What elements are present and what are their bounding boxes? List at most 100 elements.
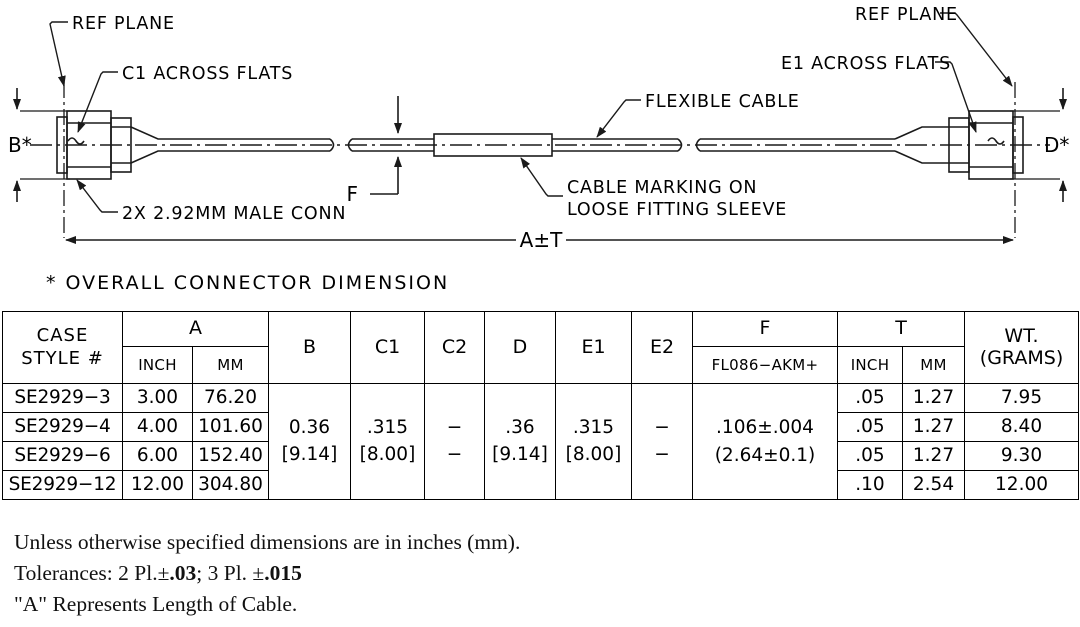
header-case-style: CASE STYLE # <box>2 311 123 384</box>
header-f-sub: FL086−AKM+ <box>692 346 838 384</box>
cell-a-inch: 12.00 <box>122 470 193 500</box>
cell-a-inch: 4.00 <box>122 412 193 442</box>
leader-e1 <box>935 61 977 133</box>
general-notes: Unless otherwise specified dimensions ar… <box>14 527 520 621</box>
leader-c1 <box>77 71 118 133</box>
header-case-line2: STYLE # <box>21 347 104 369</box>
table-row: SE2929−3 3.00 76.20 0.36 [9.14] .315 [8.… <box>2 383 1080 500</box>
header-b: B <box>268 311 351 384</box>
table-header-row-1: CASE STYLE # A B C1 C2 D E1 E2 F T WT. (… <box>2 311 1080 384</box>
cell-t-mm: 2.54 <box>901 470 966 500</box>
label-dim-b: B* <box>8 133 32 157</box>
note-tolerance-3pl: .015 <box>264 561 302 586</box>
header-c1: C1 <box>350 311 425 384</box>
table-row: SE2929−12 12.00 304.80 .10 2.54 12.00 <box>2 470 1080 500</box>
header-wt: WT. (GRAMS) <box>964 311 1080 384</box>
cell-c1-line1: .315 <box>366 416 409 438</box>
header-t-inch: INCH <box>837 346 903 384</box>
dimension-b <box>13 88 70 202</box>
cell-a-mm: 101.60 <box>192 412 269 442</box>
label-dim-f: F <box>346 182 358 206</box>
cell-t-inch: .05 <box>837 412 903 442</box>
cell-t-inch: .10 <box>837 470 903 500</box>
cell-e2-line1: − <box>654 416 670 438</box>
leader-cable-marking <box>520 157 563 197</box>
header-f: F <box>692 311 838 347</box>
cell-wt: 7.95 <box>964 383 1080 413</box>
cell-t-mm: 1.27 <box>901 412 966 442</box>
table-row: SE2929−4 4.00 101.60 .05 1.27 8.40 <box>2 412 1080 442</box>
cell-t-inch: .05 <box>837 383 903 413</box>
header-e2: E2 <box>631 311 693 384</box>
dimension-f <box>370 96 402 195</box>
cell-e2-merged: − − <box>631 383 693 500</box>
note-line-3: "A" Represents Length of Cable. <box>14 592 298 617</box>
note-tolerance-2pl: .03 <box>169 561 197 586</box>
cell-a-mm: 304.80 <box>192 470 269 500</box>
header-t: T <box>836 311 966 347</box>
label-male-conn: 2X 2.92MM MALE CONN <box>122 204 346 224</box>
left-connector-body <box>56 110 185 180</box>
header-c2: C2 <box>424 311 485 384</box>
cell-f-merged: .106±.004 (2.64±0.1) <box>692 383 838 500</box>
label-dim-d: D* <box>1044 133 1069 157</box>
note-tolerance-prefix: Tolerances: 2 Pl.± <box>14 561 170 586</box>
overall-connector-note: * OVERALL CONNECTOR DIMENSION <box>46 272 450 294</box>
cell-a-mm: 76.20 <box>192 383 269 413</box>
leader-male-conn <box>76 179 118 213</box>
label-ref-plane-right: REF PLANE <box>855 5 958 25</box>
cell-a-inch: 6.00 <box>122 441 193 471</box>
cell-e1-merged: .315 [8.00] <box>555 383 632 500</box>
cell-wt: 12.00 <box>964 470 1080 500</box>
cell-c1-merged: .315 [8.00] <box>350 383 425 500</box>
cell-d-merged: .36 [9.14] <box>484 383 556 500</box>
cell-t-mm: 1.27 <box>901 441 966 471</box>
cell-c2-line2: − <box>446 443 463 465</box>
label-e1-across-flats: E1 ACROSS FLATS <box>781 54 951 74</box>
header-a-inch: INCH <box>122 346 193 384</box>
note-line-1: Unless otherwise specified dimensions ar… <box>14 530 521 554</box>
table-row: SE2929−6 6.00 152.40 .05 1.27 9.30 <box>2 441 1080 471</box>
across-flats-symbol-right <box>987 137 1005 145</box>
cable-assembly-drawing: REF PLANE C1 ACROSS FLATS 2X 2.92MM MALE… <box>0 0 1080 300</box>
cell-case-style: SE2929−3 <box>2 383 123 413</box>
label-ref-plane-left: REF PLANE <box>72 14 175 34</box>
cell-c2-merged: − − <box>424 383 485 500</box>
label-c1-across-flats: C1 ACROSS FLATS <box>122 64 293 84</box>
leader-flexible-cable <box>596 99 641 138</box>
note-line-2: Tolerances: 2 Pl.±.03; 3 Pl. ±.015 <box>14 558 520 589</box>
cell-e2-line2: − <box>654 443 670 465</box>
header-e1: E1 <box>555 311 632 384</box>
label-cable-marking-1: CABLE MARKING ON <box>567 178 757 198</box>
cell-d-line1: .36 <box>505 416 535 438</box>
leader-ref-plane-left <box>49 21 68 87</box>
header-case-line1: CASE <box>36 325 89 346</box>
cell-c1-line2: [8.00] <box>359 443 416 465</box>
cell-case-style: SE2929−4 <box>2 412 123 442</box>
cell-case-style: SE2929−12 <box>2 470 123 500</box>
cell-a-inch: 3.00 <box>122 383 193 413</box>
cell-wt: 8.40 <box>964 412 1080 442</box>
cell-wt: 9.30 <box>964 441 1080 471</box>
cell-e1-line2: [8.00] <box>565 443 622 465</box>
header-d: D <box>484 311 556 384</box>
cable-segment-left <box>185 138 335 152</box>
cell-t-inch: .05 <box>837 441 903 471</box>
cell-a-mm: 152.40 <box>192 441 269 471</box>
cell-c2-line1: − <box>446 416 463 438</box>
dimension-d <box>1010 88 1067 202</box>
note-tolerance-mid: ; 3 Pl. ± <box>196 561 265 586</box>
header-a: A <box>122 311 269 347</box>
specification-table: CASE STYLE # A B C1 C2 D E1 E2 F T WT. (… <box>2 311 1080 500</box>
header-wt-line1: WT. <box>1004 325 1039 348</box>
cell-f-line2: (2.64±0.1) <box>714 444 816 466</box>
table-header-row-2: INCH MM FL086−AKM+ INCH MM <box>3 346 1079 384</box>
label-flexible-cable: FLEXIBLE CABLE <box>645 92 800 112</box>
header-t-mm: MM <box>901 346 966 384</box>
cell-t-mm: 1.27 <box>901 383 966 413</box>
cell-b-line2: [9.14] <box>281 443 338 465</box>
cell-b-line1: 0.36 <box>288 416 331 438</box>
across-flats-symbol-left <box>67 137 85 145</box>
label-cable-marking-2: LOOSE FITTING SLEEVE <box>567 200 787 220</box>
